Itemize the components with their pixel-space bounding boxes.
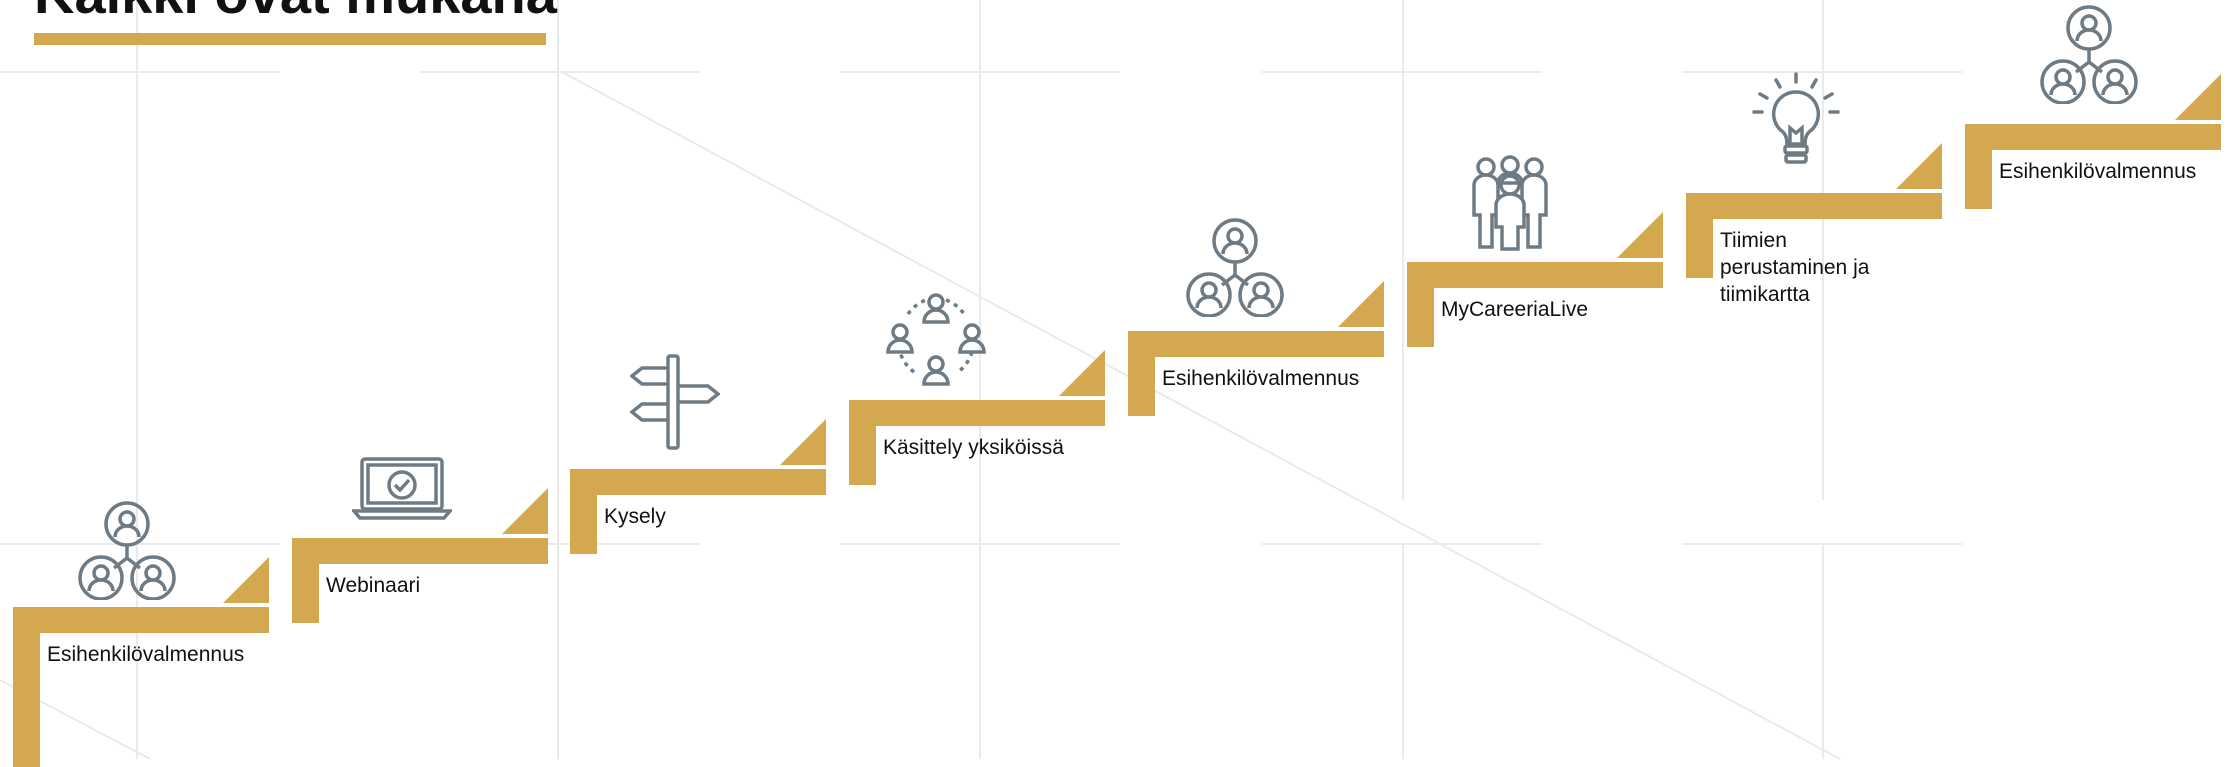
laptop-check-icon (352, 457, 452, 520)
signpost-icon (630, 354, 720, 450)
step-label: Tiimien perustaminen ja tiimikartta (1720, 229, 1870, 306)
step-bar (570, 469, 826, 495)
step-bar (1128, 331, 1384, 357)
step-label: Esihenkilövalmennus (47, 643, 245, 666)
people-network-icon (1186, 218, 1284, 317)
step-riser (13, 607, 40, 767)
step-label: MyCareeriaLive (1441, 298, 1589, 321)
step-bar (1965, 124, 2221, 150)
title-underline (34, 33, 546, 45)
page-title: Kaikki ovat mukana (34, 0, 557, 22)
step-riser (1686, 193, 1713, 278)
step-label: Esihenkilövalmennus (1999, 160, 2197, 183)
step-label: Käsittely yksiköissä (883, 436, 1064, 459)
step-bar (292, 538, 548, 564)
crowd-icon (1472, 155, 1548, 251)
step-riser (1128, 331, 1155, 416)
step-bar (13, 607, 269, 633)
step-riser (292, 538, 319, 623)
step-riser (1407, 262, 1434, 347)
step-riser (849, 400, 876, 485)
people-network-icon (2040, 5, 2138, 104)
step-label: Kysely (604, 505, 666, 528)
step-label: Esihenkilövalmennus (1162, 367, 1360, 390)
step-riser (570, 469, 597, 554)
step-label: Webinaari (326, 574, 421, 597)
step-bar (1686, 193, 1942, 219)
lightbulb-icon (1752, 72, 1840, 164)
step-bar (1407, 262, 1663, 288)
step-bar (849, 400, 1105, 426)
step-riser (1965, 124, 1992, 209)
group-circle-icon (886, 293, 986, 386)
people-network-icon (78, 501, 176, 600)
